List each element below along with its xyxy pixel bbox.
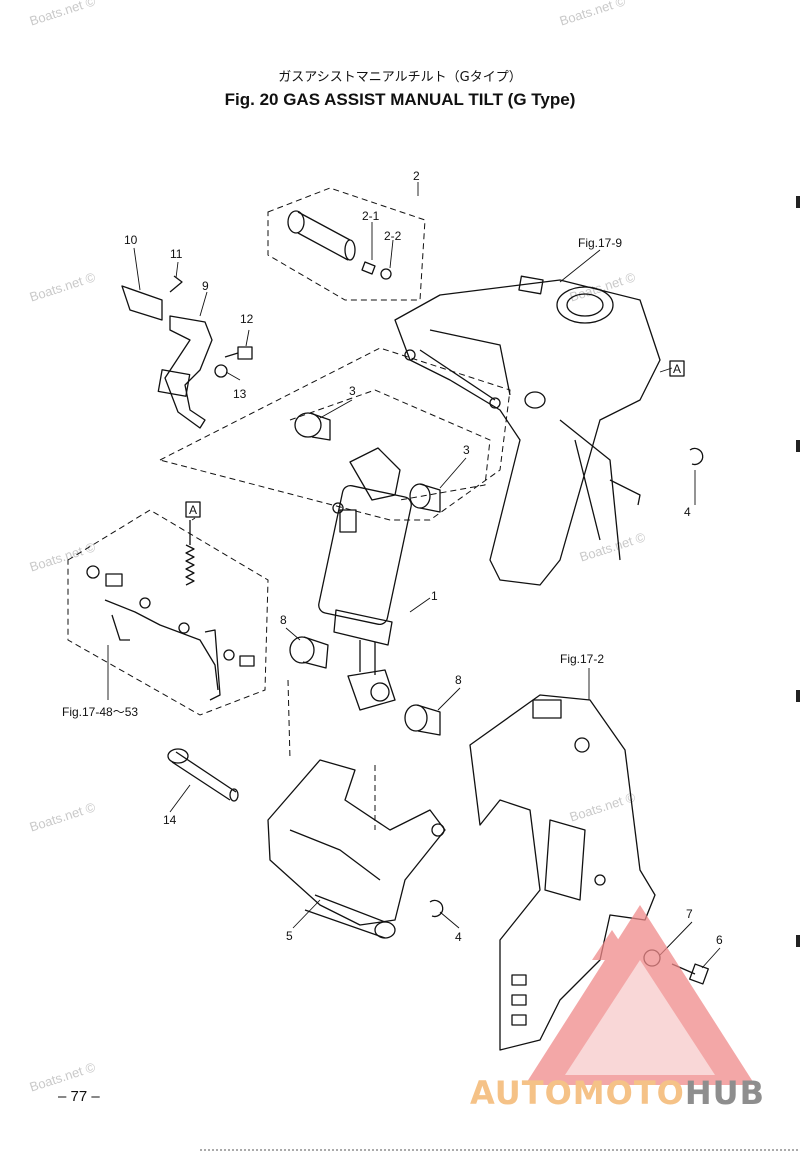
box-a-label: A (189, 503, 197, 517)
title-english: Fig. 20 GAS ASSIST MANUAL TILT (G Type) (224, 90, 576, 109)
brand-auto: AUTO (470, 1074, 573, 1112)
bushing-part-3 (409, 483, 441, 513)
brand-moto: MOTO (572, 1074, 685, 1112)
callout-6: 6 (716, 933, 723, 947)
page-edge-mark (796, 690, 800, 702)
callout-13: 13 (233, 387, 247, 401)
title-japanese: ガスアシストマニアルチルト（Gタイプ） (278, 70, 522, 85)
spring-rod (185, 520, 195, 586)
callout-4: 4 (455, 930, 462, 944)
automotohub-logo: AUTOMOTOHUB (470, 1074, 765, 1112)
callout-3: 3 (463, 443, 470, 457)
callout-2-1: 2-1 (362, 209, 380, 223)
assembly-outline (158, 347, 511, 521)
assembly-outline (287, 679, 376, 830)
callout-7: 7 (686, 907, 693, 921)
box-a-marker (669, 360, 685, 377)
box-a-marker (185, 501, 201, 518)
warning-triangle-logo (525, 905, 755, 1085)
page-edge-mark (796, 196, 800, 208)
swivel-bracket (394, 275, 661, 586)
plate-part-10 (121, 285, 163, 321)
linkage-assembly (86, 565, 255, 701)
callout-9: 9 (202, 279, 209, 293)
page-number: – 77 – (58, 1088, 100, 1105)
bushing-part-8 (404, 704, 441, 736)
screw-part-11 (169, 275, 183, 293)
gas-cylinder-part-1 (318, 447, 412, 711)
bushing-part-8 (289, 636, 329, 669)
lower-bracket-part-5 (267, 759, 446, 939)
lever-part-9 (157, 315, 213, 429)
ref-fig-17-2: Fig.17-2 (560, 652, 604, 666)
group-outline-fig17-48 (67, 509, 269, 716)
assembly-outline (289, 389, 491, 501)
bushing-part-3 (294, 412, 331, 441)
callout-4: 4 (684, 505, 691, 519)
group-outline-part-2 (267, 187, 426, 301)
page-edge-mark (796, 440, 800, 452)
callout-5: 5 (286, 929, 293, 943)
callout-1: 1 (431, 589, 438, 603)
ref-fig-17-9: Fig.17-9 (578, 236, 622, 250)
tilt-pin-part-2 (287, 210, 392, 280)
callout-14: 14 (163, 813, 177, 827)
callout-8: 8 (455, 673, 462, 687)
page-edge-mark (796, 935, 800, 947)
callout-2-2: 2-2 (384, 229, 402, 243)
callout-12: 12 (240, 312, 254, 326)
callout-11: 11 (170, 247, 183, 261)
callout-10: 10 (124, 233, 138, 247)
washer-part-13 (214, 364, 228, 378)
callout-2: 2 (413, 169, 420, 183)
brand-hub: HUB (684, 1074, 766, 1112)
callout-3: 3 (349, 384, 356, 398)
pin-part-14 (167, 748, 239, 802)
ref-fig-17-48-53: Fig.17-48～53 (62, 705, 138, 719)
box-a-label: A (673, 362, 681, 376)
stern-bracket (469, 694, 656, 1051)
clip-part-4 (689, 447, 704, 466)
clip-part-4 (429, 899, 444, 918)
bolt-part-12 (224, 346, 253, 360)
callout-8: 8 (280, 613, 287, 627)
